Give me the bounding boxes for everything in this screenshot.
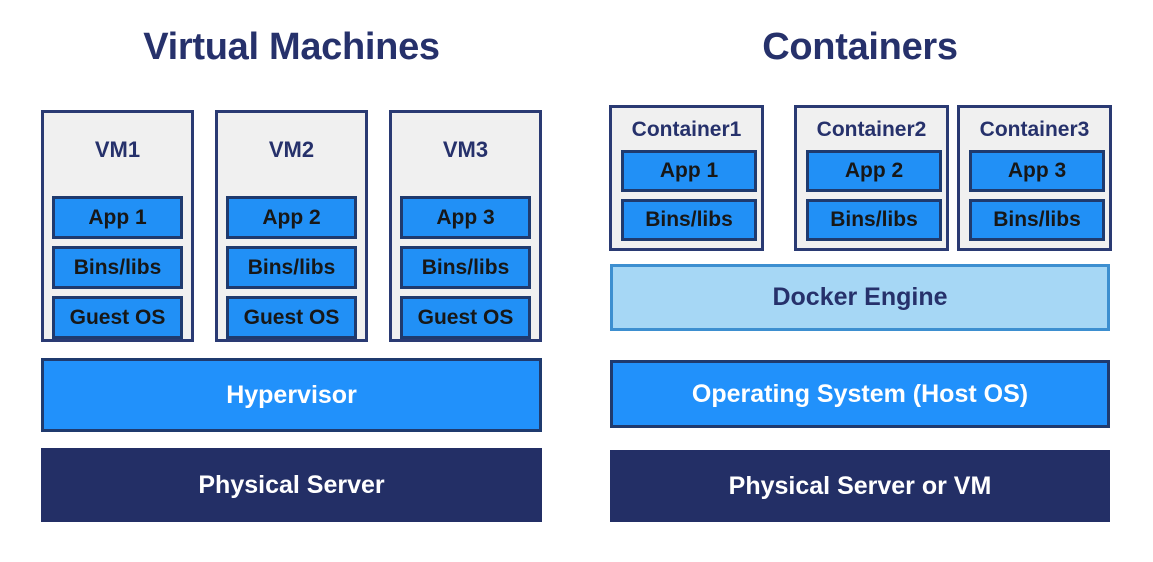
layer-bar-docker-engine: Docker Engine [610,264,1110,331]
container-layer-bins-libs: Bins/libs [621,199,757,241]
vm-layer-guest-os: Guest OS [226,296,357,339]
vm-box-3: VM3 App 3 Bins/libs Guest OS [389,110,542,342]
layer-bar-physical-server-or-vm: Physical Server or VM [610,450,1110,522]
layer-bar-physical-server: Physical Server [41,448,542,522]
vm-layer-app: App 1 [52,196,183,239]
container-box-2: Container2 App 2 Bins/libs [794,105,949,251]
vm-layer-guest-os: Guest OS [400,296,531,339]
container-layer-bins-libs: Bins/libs [969,199,1105,241]
vm-box-label: VM3 [442,137,489,162]
container-layer-app: App 2 [806,150,942,192]
container-box-3: Container3 App 3 Bins/libs [957,105,1112,251]
vm-box-1: VM1 App 1 Bins/libs Guest OS [41,110,194,342]
vm-box-2: VM2 App 2 Bins/libs Guest OS [215,110,368,342]
page-title-containers: Containers [762,26,958,68]
layer-bar-hypervisor: Hypervisor [41,358,542,432]
vm-layer-guest-os: Guest OS [52,296,183,339]
layer-bar-operating-system: Operating System (Host OS) [610,360,1110,428]
vm-layer-app: App 3 [400,196,531,239]
vm-box-label: VM2 [268,137,315,162]
vm-layer-app: App 2 [226,196,357,239]
container-layer-app: App 3 [969,150,1105,192]
container-layer-bins-libs: Bins/libs [806,199,942,241]
vm-layer-bins-libs: Bins/libs [226,246,357,289]
vm-box-label: VM1 [94,137,141,162]
container-layer-app: App 1 [621,150,757,192]
vm-layer-bins-libs: Bins/libs [52,246,183,289]
container-box-label: Container2 [816,118,927,141]
container-box-1: Container1 App 1 Bins/libs [609,105,764,251]
container-box-label: Container1 [631,118,742,141]
vm-layer-bins-libs: Bins/libs [400,246,531,289]
page-title-virtual-machines: Virtual Machines [143,26,440,68]
container-box-label: Container3 [979,118,1090,141]
